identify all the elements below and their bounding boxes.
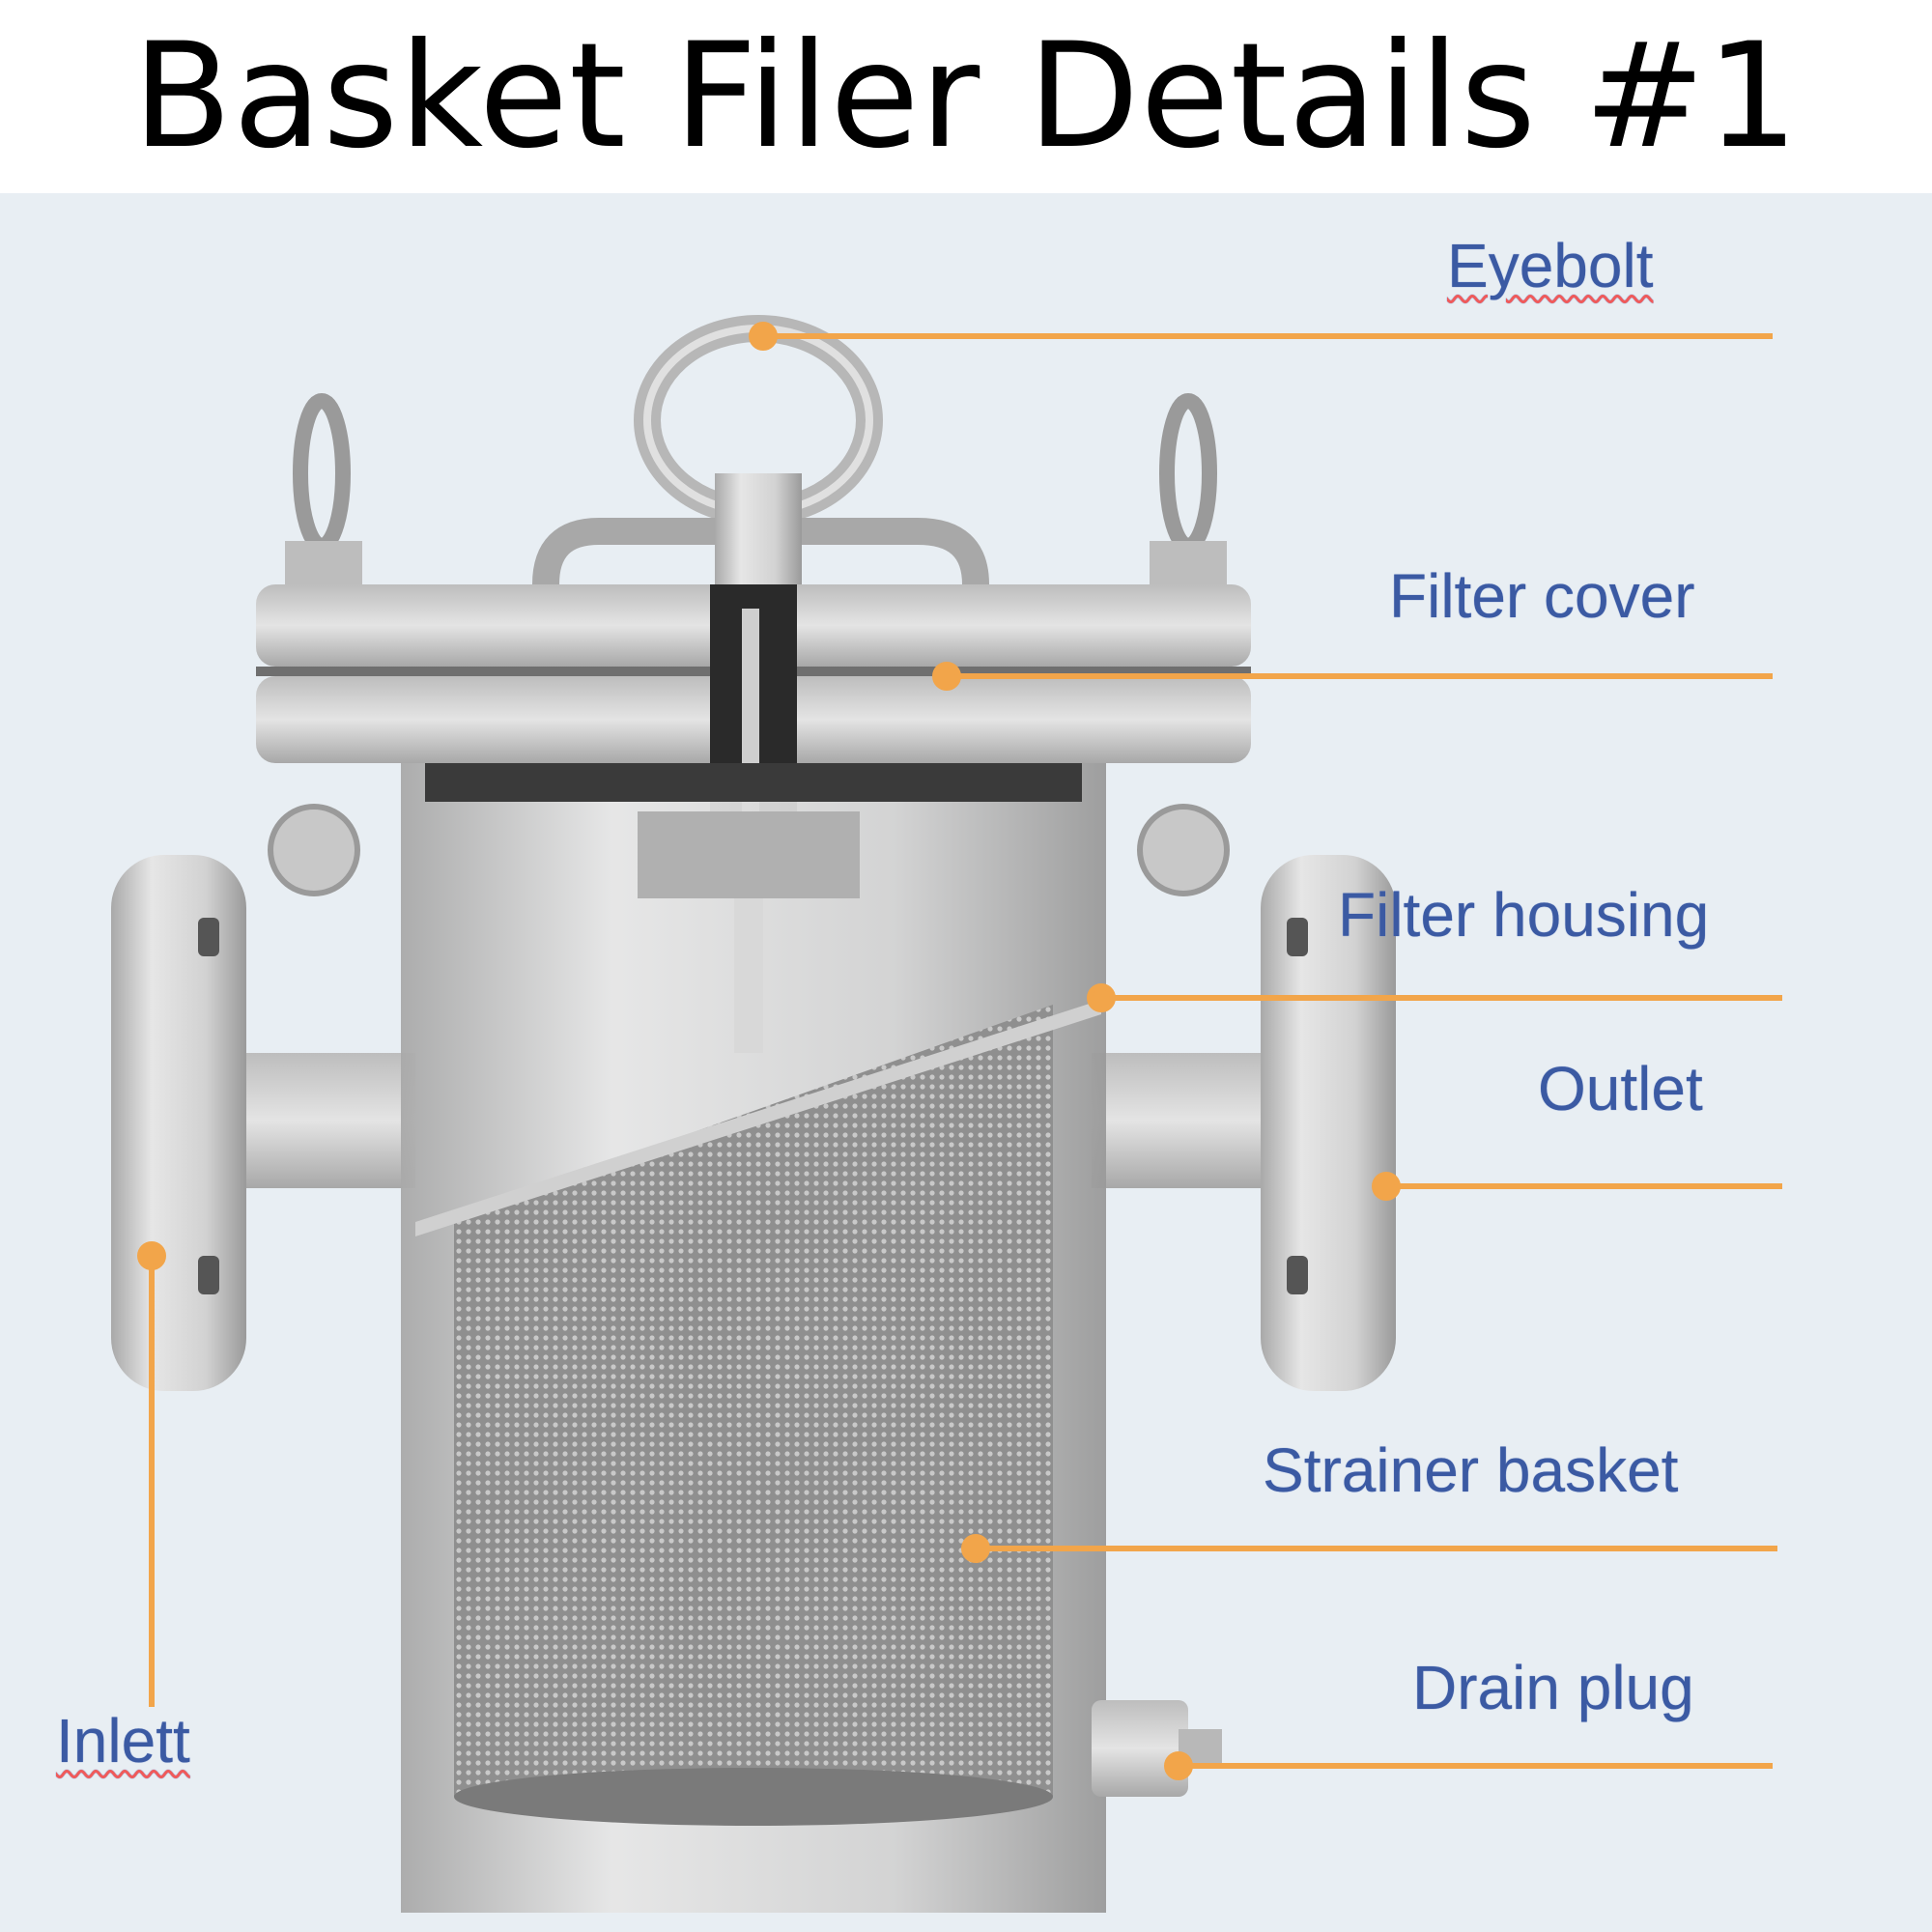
diagram-canvas: Eyebolt Filter cover Filter housing Outl… <box>0 193 1932 1932</box>
label-drain-plug: Drain plug <box>1412 1653 1694 1722</box>
top-eyebolt <box>532 315 989 589</box>
drain-plug-part <box>1092 1700 1222 1797</box>
label-filter-housing: Filter housing <box>1338 880 1710 950</box>
label-outlet: Outlet <box>1538 1054 1703 1123</box>
basket-filter-illustration <box>111 315 1782 1913</box>
inlet-flange <box>111 855 415 1391</box>
side-eyebolt-right <box>1150 393 1227 599</box>
outlet-flange <box>1092 855 1396 1391</box>
label-filter-cover: Filter cover <box>1389 561 1695 631</box>
label-strainer-basket: Strainer basket <box>1263 1435 1679 1505</box>
page-title: Basket Filer Details #1 <box>132 13 1800 181</box>
strainer-basket-mesh <box>415 1000 1101 1826</box>
leader-lines <box>137 322 1782 1780</box>
label-eyebolt: Eyebolt <box>1447 231 1654 300</box>
side-eyebolt-left <box>285 393 362 599</box>
label-inlet: Inlett <box>56 1706 190 1776</box>
